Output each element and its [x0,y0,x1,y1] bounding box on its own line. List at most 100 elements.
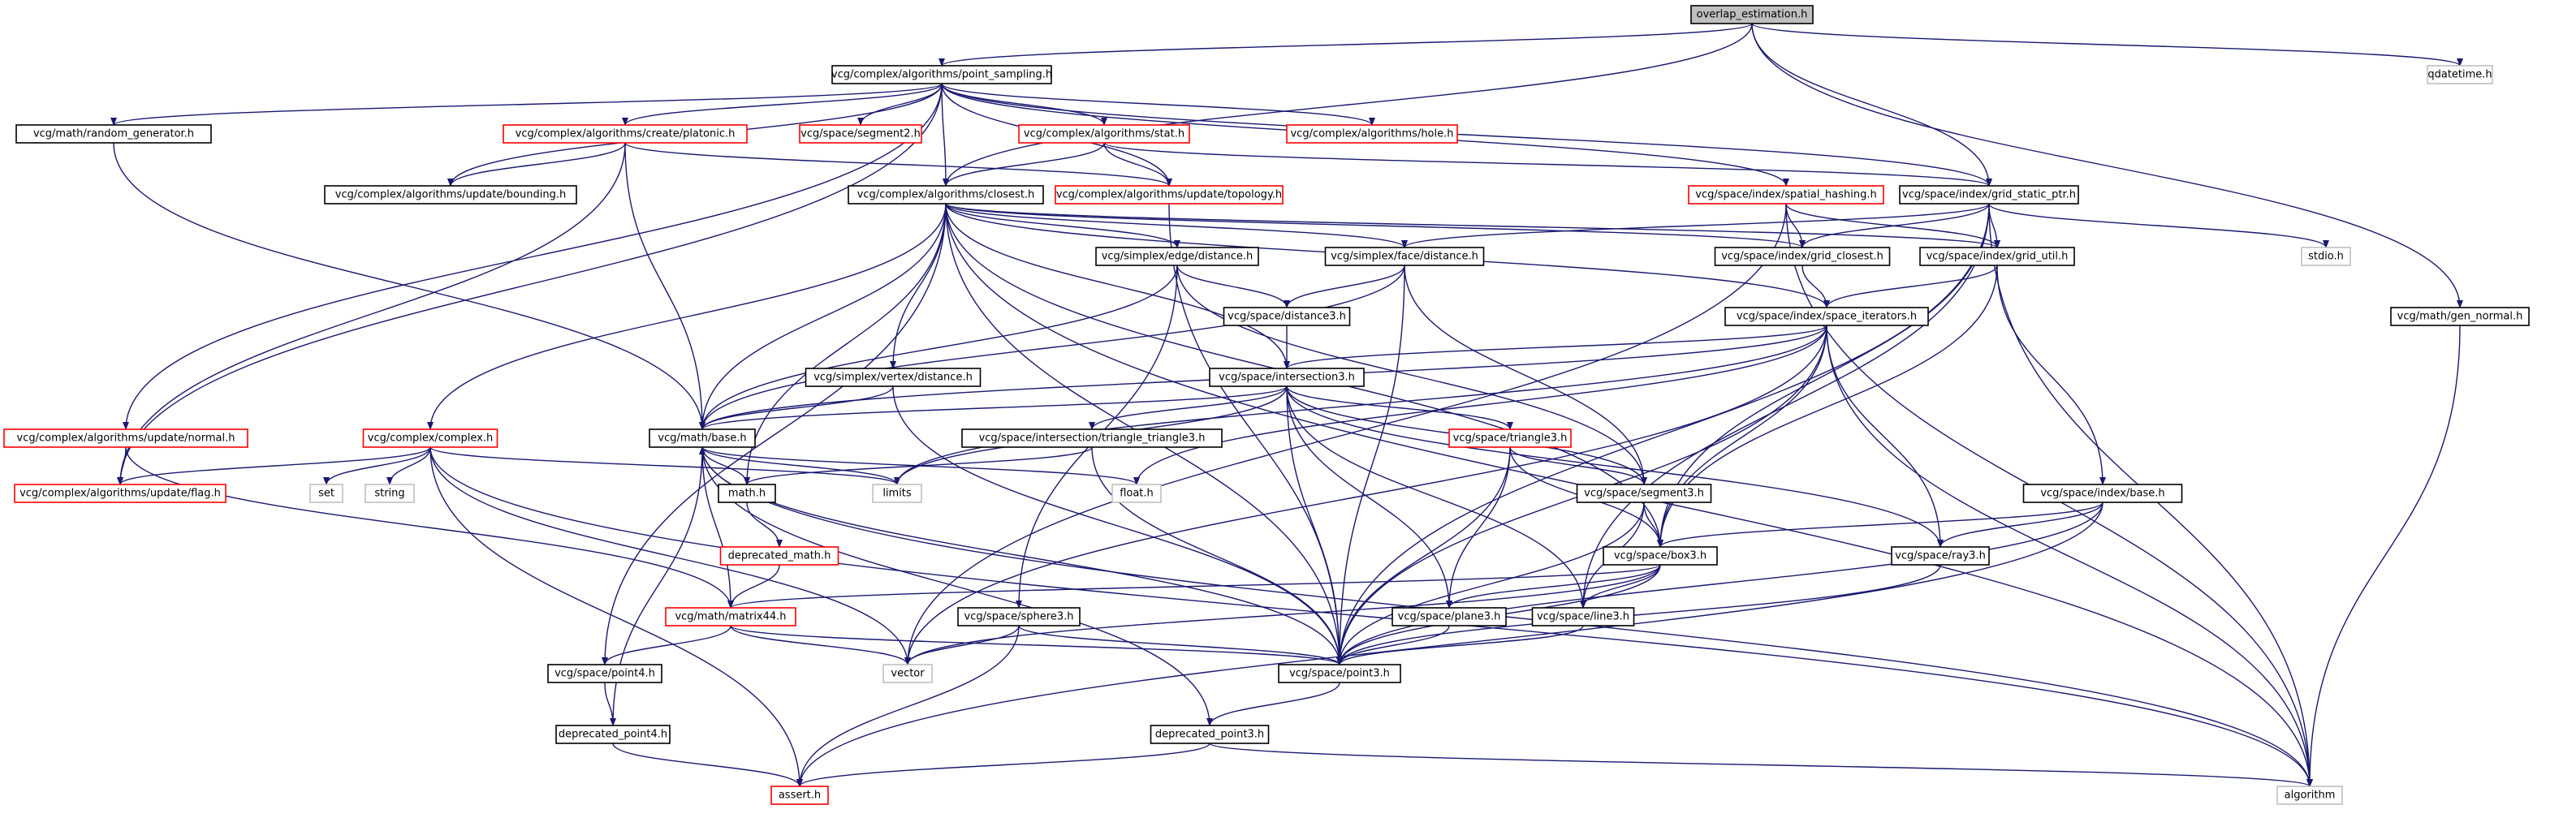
node-label: limits [882,488,912,500]
node-topology[interactable]: vcg/complex/algorithms/update/topology.h [1055,185,1284,204]
node-tri_tri3[interactable]: vcg/space/intersection/triangle_triangle… [961,428,1223,448]
node-update_normal[interactable]: vcg/complex/algorithms/update/normal.h [3,428,248,448]
node-hole[interactable]: vcg/complex/algorithms/hole.h [1286,124,1458,144]
node-intersection3[interactable]: vcg/space/intersection3.h [1209,368,1365,387]
node-point3[interactable]: vcg/space/point3.h [1278,664,1401,683]
node-float_h[interactable]: float.h [1111,484,1162,503]
node-gen_normal[interactable]: vcg/math/gen_normal.h [2390,307,2530,326]
node-index_base[interactable]: vcg/space/index/base.h [2022,484,2183,503]
node-limits[interactable]: limits [872,484,922,503]
node-sphere3[interactable]: vcg/space/sphere3.h [957,607,1081,626]
edge-grid_static_ptr-to-grid_closest [1799,203,1990,248]
node-qdatetime[interactable]: qdatetime.h [2427,65,2493,84]
edge-index_base-to-box3 [1657,502,2104,548]
node-overlap_estimation[interactable]: overlap_estimation.h [1690,5,1814,24]
edge-face_distance-to-math_base [699,265,1405,430]
node-face_distance[interactable]: vcg/simplex/face/distance.h [1324,247,1485,266]
node-box [1150,725,1270,744]
node-label: vcg/complex/algorithms/hole.h [1290,128,1453,140]
node-label: vcg/space/index/grid_closest.h [1721,251,1883,263]
edge-space_iterators-to-algorithm [1826,325,2313,787]
node-platonic[interactable]: vcg/complex/algorithms/create/platonic.h [503,124,748,144]
edge-complex-to-vector [429,446,911,665]
node-line3[interactable]: vcg/space/line3.h [1531,607,1635,626]
edge-index_base-to-point3 [1336,502,2104,665]
node-segment2[interactable]: vcg/space/segment2.h [799,124,922,144]
node-label: vcg/space/point3.h [1289,668,1390,680]
edge-box3-to-matrix44 [727,564,1661,609]
node-label: vcg/math/random_generator.h [33,128,194,140]
node-stat[interactable]: vcg/complex/algorithms/stat.h [1018,124,1190,144]
node-box [2276,786,2343,805]
node-ray3[interactable]: vcg/space/ray3.h [1891,546,1990,566]
node-box3[interactable]: vcg/space/box3.h [1603,546,1718,566]
node-point4[interactable]: vcg/space/point4.h [547,664,662,683]
edge-intersection3-to-math_base [699,385,1288,430]
node-vector[interactable]: vector [882,664,933,683]
edge-matrix44-to-point3 [730,625,1343,665]
edge-closest-to-vertex_distance [890,203,947,369]
edge-point_sampling-to-grid_static_ptr [941,83,1992,187]
node-math_h[interactable]: math.h [718,484,776,503]
node-label: vcg/complex/algorithms/stat.h [1024,128,1184,140]
node-set[interactable]: set [309,484,343,503]
node-label: vcg/space/triangle3.h [1453,433,1568,445]
node-deprecated_math[interactable]: deprecated_math.h [719,546,839,566]
node-spatial_hashing[interactable]: vcg/space/index/spatial_hashing.h [1688,185,1884,204]
node-complex[interactable]: vcg/complex/complex.h [362,428,498,448]
node-label: vcg/space/index/space_iterators.h [1737,311,1917,323]
node-label: vcg/space/intersection3.h [1219,372,1355,384]
edge-grid_static_ptr-to-stdio [1988,203,2329,248]
edge-vertex_distance-to-math_base [699,385,894,430]
node-bounding[interactable]: vcg/complex/algorithms/update/bounding.h [324,185,577,204]
edge-grid_closest-to-space_iterators [1801,265,1830,308]
node-space_iterators[interactable]: vcg/space/index/space_iterators.h [1724,307,1929,326]
node-box [1018,124,1190,144]
node-box [1724,307,1929,326]
node-edge_distance[interactable]: vcg/simplex/edge/distance.h [1095,247,1259,266]
edge-grid_static_ptr-to-point3 [1336,203,1990,665]
node-closest[interactable]: vcg/complex/algorithms/closest.h [848,185,1044,204]
node-label: vcg/space/line3.h [1537,611,1629,623]
node-algorithm[interactable]: algorithm [2276,786,2343,805]
node-plane3[interactable]: vcg/space/plane3.h [1392,607,1507,626]
node-deprecated_point3[interactable]: deprecated_point3.h [1150,725,1270,744]
node-triangle3[interactable]: vcg/space/triangle3.h [1448,428,1572,448]
node-box [15,124,212,144]
node-vertex_distance[interactable]: vcg/simplex/vertex/distance.h [805,368,982,387]
node-matrix44[interactable]: vcg/math/matrix44.h [665,607,796,626]
node-grid_util[interactable]: vcg/space/index/grid_util.h [1919,247,2075,266]
node-grid_static_ptr[interactable]: vcg/space/index/grid_static_ptr.h [1899,185,2079,204]
node-box [649,428,756,448]
edge-space_iterators-to-float_h [1133,325,1827,485]
edge-complex-to-algorithm [429,446,2313,787]
node-box [1392,607,1507,626]
node-deprecated_point4[interactable]: deprecated_point4.h [555,725,671,744]
node-label: vcg/space/segment3.h [1584,488,1704,500]
node-grid_closest[interactable]: vcg/space/index/grid_closest.h [1714,247,1891,266]
node-box [1223,307,1351,326]
node-label: vcg/space/ray3.h [1895,550,1986,562]
node-stdio[interactable]: stdio.h [2301,247,2351,266]
node-update_flag[interactable]: vcg/complex/algorithms/update/flag.h [14,484,227,503]
edge-matrix44-to-point4 [602,625,731,665]
node-distance3[interactable]: vcg/space/distance3.h [1223,307,1351,326]
edge-point_sampling-to-update_normal [123,83,943,430]
node-assert[interactable]: assert.h [770,786,829,805]
node-segment3[interactable]: vcg/space/segment3.h [1576,484,1712,503]
node-random_generator[interactable]: vcg/math/random_generator.h [15,124,212,144]
node-label: vcg/space/sphere3.h [964,611,1074,623]
node-point_sampling[interactable]: vcg/complex/algorithms/point_sampling.h [831,65,1052,84]
node-box [547,664,662,683]
node-label: vcg/space/point4.h [554,668,655,680]
node-label: float.h [1120,488,1154,500]
edge-point_sampling-to-random_generator [110,83,943,126]
node-box [362,428,498,448]
edge-platonic-to-math_base [624,142,705,430]
node-box [1324,247,1485,266]
node-box [2427,65,2493,84]
edge-closest-to-grid_closest [945,203,1806,248]
node-string[interactable]: string [365,484,415,503]
node-math_base[interactable]: vcg/math/base.h [649,428,756,448]
node-box [1576,484,1712,503]
